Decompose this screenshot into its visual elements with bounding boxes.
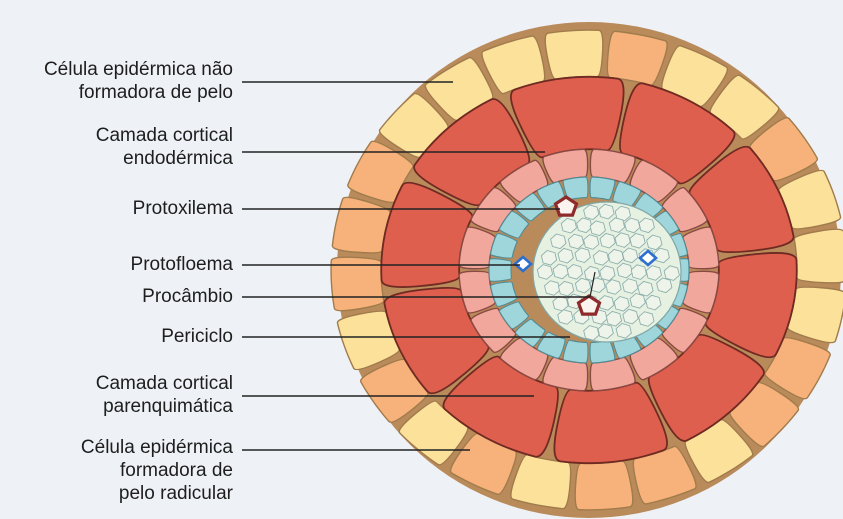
label-line: Camada cortical	[0, 372, 233, 395]
pericycle-cell	[563, 340, 588, 363]
label-line: formadora de pelo	[0, 81, 233, 104]
label-nonhair-epidermal-cell: Célula epidérmica não formadora de pelo	[0, 58, 233, 104]
label-protophloem: Protofloema	[0, 253, 233, 276]
label-hair-epidermal-cell: Célula epidérmica formadora de pelo radi…	[0, 436, 233, 505]
label-line: Célula epidérmica	[0, 436, 233, 459]
label-endodermal-cortex: Camada cortical endodérmica	[0, 124, 233, 170]
pericycle-cell	[590, 340, 615, 363]
pericycle-cell	[590, 177, 615, 200]
epidermal-cell	[545, 30, 603, 79]
cell-layers	[331, 22, 843, 518]
label-line: parenquimática	[0, 395, 233, 418]
epidermal-cell	[794, 229, 843, 283]
label-line: Camada cortical	[0, 124, 233, 147]
label-parenchyma-cortex: Camada cortical parenquimática	[0, 372, 233, 418]
label-line: endodérmica	[0, 147, 233, 170]
label-line: Protofloema	[0, 253, 233, 276]
label-line: Célula epidérmica não	[0, 58, 233, 81]
label-line: Periciclo	[0, 325, 233, 348]
epidermal-cell	[575, 461, 633, 510]
label-procambium: Procâmbio	[0, 285, 233, 308]
label-line: Procâmbio	[0, 285, 233, 308]
pericycle-cell	[489, 259, 511, 282]
label-line: Protoxilema	[0, 197, 233, 220]
label-protoxylem: Protoxilema	[0, 197, 233, 220]
label-line: pelo radicular	[0, 482, 233, 505]
label-pericycle: Periciclo	[0, 325, 233, 348]
label-line: formadora de	[0, 459, 233, 482]
